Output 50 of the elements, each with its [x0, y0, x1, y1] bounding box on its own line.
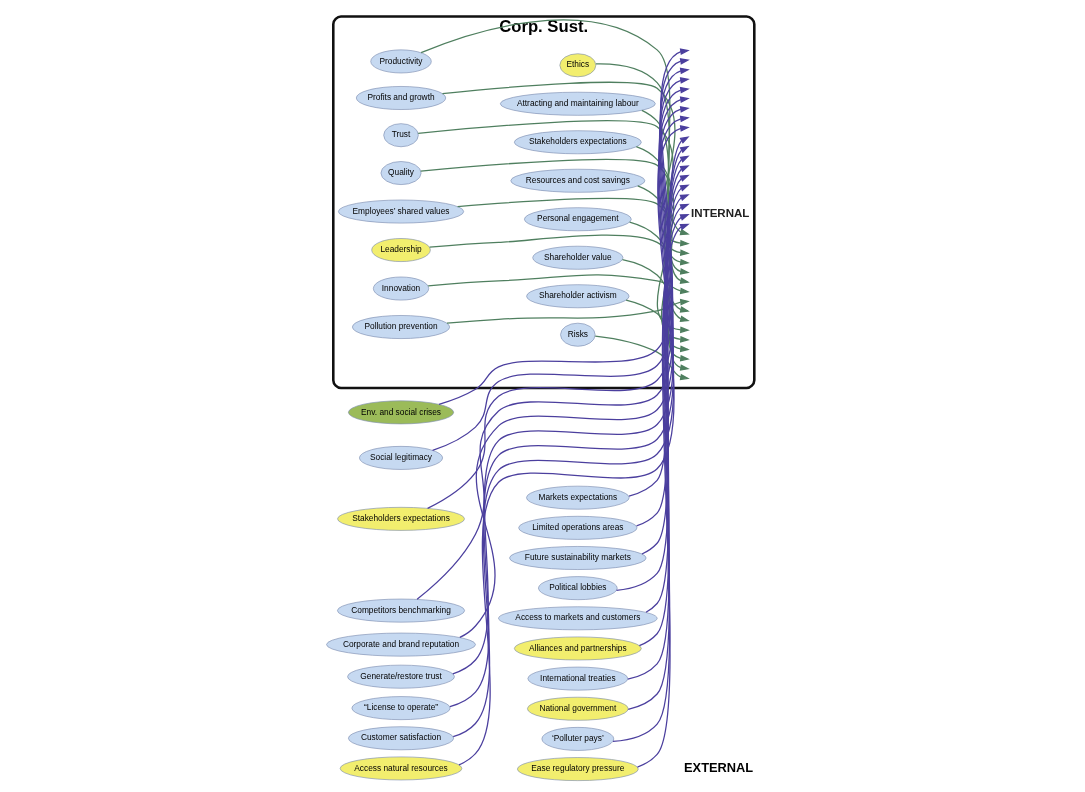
node-ellipse: National government	[526, 696, 629, 721]
arrow	[640, 155, 690, 555]
arrow	[594, 335, 690, 381]
node-ellipse: “License to operate”	[351, 696, 450, 720]
arrow	[644, 174, 690, 613]
node-ellipse: Alliances and partnerships	[513, 636, 642, 661]
node-ellipse: Personal engagement	[523, 207, 632, 232]
arrow	[445, 298, 690, 324]
arrow	[437, 48, 690, 405]
node-ellipse: Risks	[559, 322, 595, 347]
arrow	[431, 57, 690, 451]
node-ellipse: Competitors benchmarking	[336, 598, 465, 623]
arrow	[456, 197, 690, 275]
node-ellipse: Innovation	[372, 276, 429, 301]
node-ellipse: Trust	[382, 123, 419, 148]
node-ellipse: Markets expectations	[525, 485, 629, 510]
arrow	[611, 214, 690, 743]
node-ellipse: Employees’ shared values	[337, 199, 464, 224]
node-ellipse: Access to markets and customers	[497, 606, 657, 631]
arrow	[428, 234, 690, 284]
arrow	[625, 299, 690, 371]
node-ellipse: Attracting and maintaining labour	[499, 91, 656, 116]
node-ellipse: Future sustainability markets	[508, 546, 646, 570]
label: EXTERNAL	[683, 759, 753, 775]
node-ellipse: Env. and social crises	[347, 400, 454, 425]
node-ellipse: Ease regulatory pressure	[516, 757, 639, 781]
node-ellipse: Resources and cost savings	[509, 168, 645, 193]
node-ellipse: Profits and growth	[355, 86, 446, 110]
node-ellipse: Shareholder activism	[525, 284, 629, 309]
node-ellipse: Shareholder value	[531, 245, 623, 270]
node-ellipse: Social legitimacy	[358, 446, 443, 470]
node-ellipse: ‘Polluter pays’	[541, 727, 614, 751]
node-ellipse: Limited operations areas	[517, 515, 637, 540]
arrow	[636, 223, 690, 768]
node-ellipse: International treaties	[527, 666, 628, 691]
node-ellipse: Pollution prevention	[351, 315, 450, 339]
arrow	[420, 19, 690, 236]
node-ellipse: Quality	[380, 161, 421, 185]
node-ellipse: Leadership	[370, 238, 431, 262]
node-ellipse: Corporate and brand reputation	[325, 632, 476, 657]
arrow	[615, 165, 690, 591]
node-ellipse: Customer satisfaction	[347, 726, 454, 751]
arrow	[427, 274, 690, 295]
node-ellipse: Access natural resources	[339, 756, 462, 781]
node-ellipse: Ethics	[559, 53, 596, 78]
node-ellipse: Political lobbies	[537, 576, 618, 601]
node-ellipse: Generate/restore trust	[346, 664, 455, 689]
node-ellipse: Stakeholders expectations	[336, 507, 465, 531]
node-ellipse: Productivity	[369, 49, 432, 74]
node-ellipse: Stakeholders expectations	[513, 130, 642, 155]
